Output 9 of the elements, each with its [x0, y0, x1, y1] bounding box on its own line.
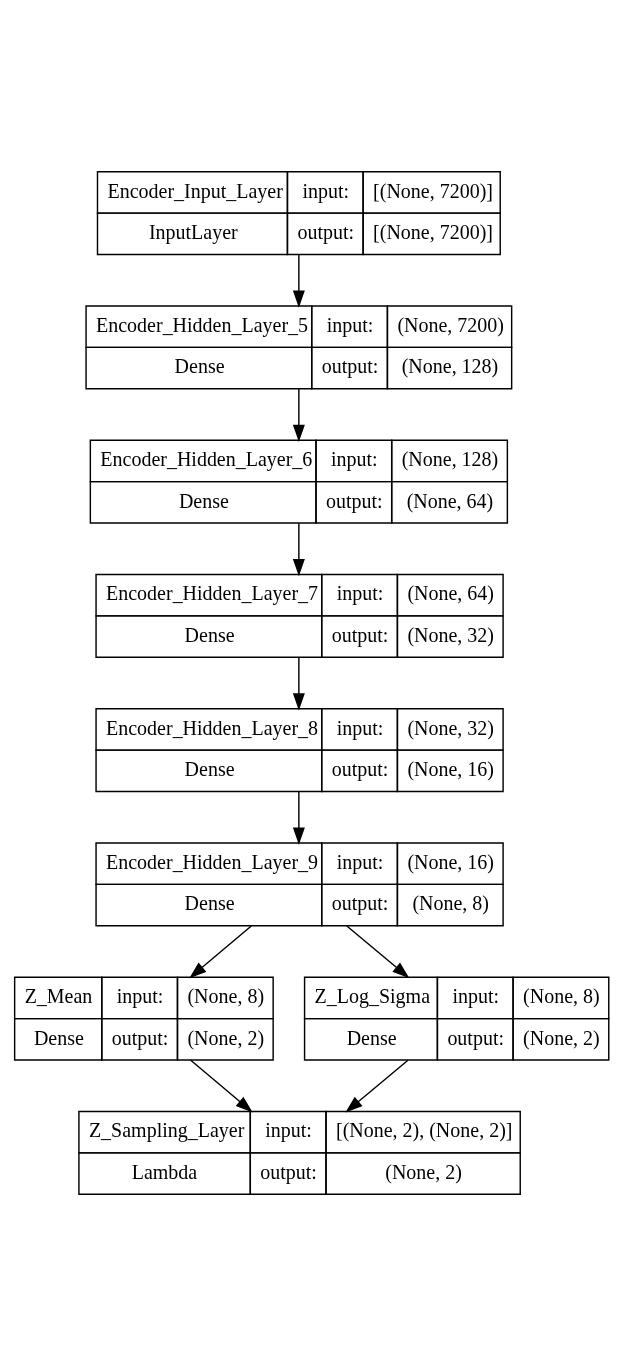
arrow: [345, 1058, 409, 1112]
arrow: [292, 521, 305, 576]
arrow: [292, 656, 305, 710]
arrow: [292, 253, 305, 308]
arrow: [292, 387, 305, 442]
arrow: [190, 1058, 253, 1112]
arrow: [346, 924, 410, 978]
arrow: [189, 924, 252, 978]
arrow: [292, 790, 305, 845]
